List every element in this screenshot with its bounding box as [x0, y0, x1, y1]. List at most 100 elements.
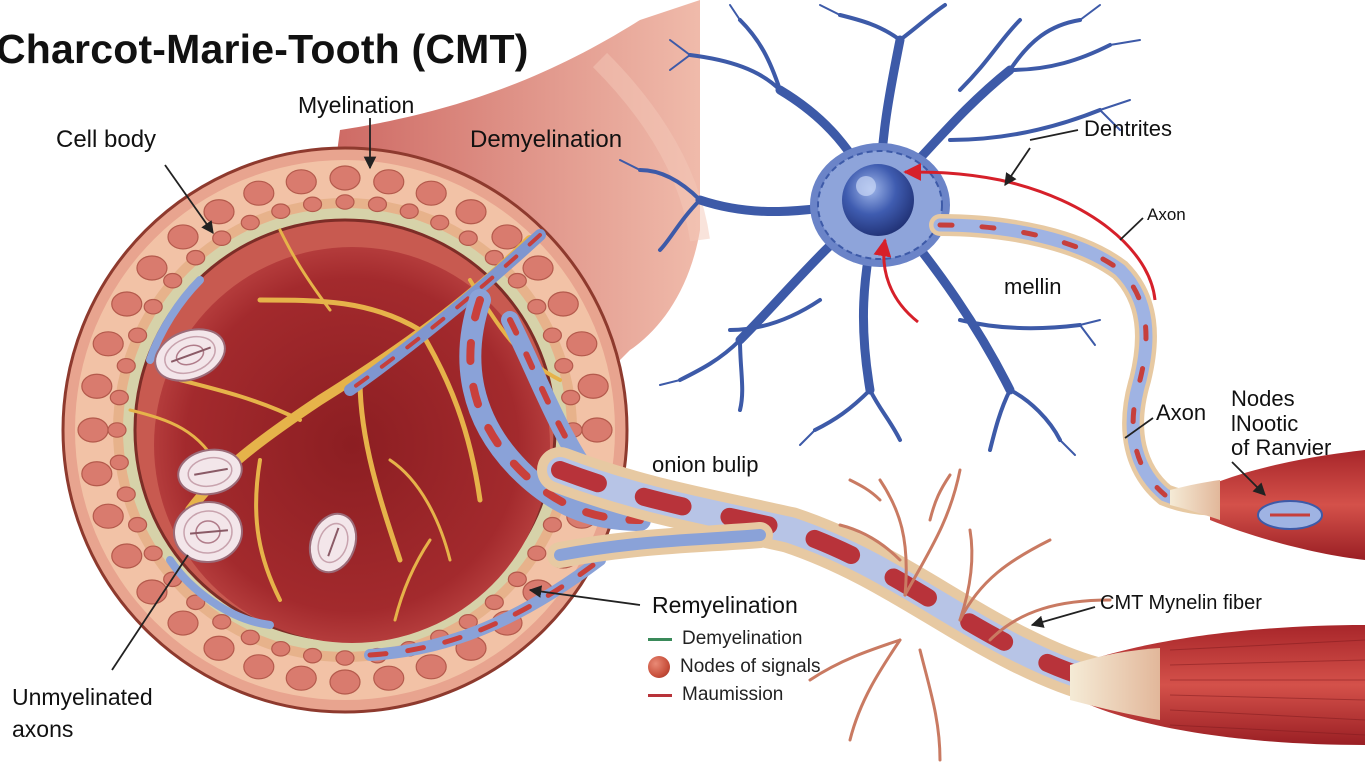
- legend-label: Maumission: [682, 684, 784, 705]
- myelin-cell: [212, 230, 232, 246]
- muscle-bottom: [1070, 625, 1365, 745]
- label-nodes-line3: of Ranvier: [1231, 435, 1332, 460]
- myelin-cell: [203, 199, 235, 225]
- myelin-cell: [415, 180, 447, 206]
- myelin-cell: [167, 610, 199, 636]
- onion-bulbs: [154, 328, 358, 574]
- myelin-cell: [109, 389, 129, 406]
- myelin-cell: [542, 516, 562, 533]
- legend-label: Nodes of signals: [680, 656, 821, 677]
- myelin-cell: [542, 327, 562, 344]
- label-axon: Axon: [1156, 400, 1207, 425]
- myelin-cell: [81, 461, 113, 487]
- label-demyelination: Demyelination: [470, 126, 623, 153]
- diagram-title: Charcot-Marie-Tooth (CMT): [0, 26, 529, 72]
- myelin-cell: [116, 486, 136, 503]
- myelin-cell: [399, 203, 419, 220]
- legend-item-nodes-of-signals: Nodes of signals: [648, 656, 820, 678]
- myelin-cell: [329, 165, 361, 191]
- myelin-cell: [243, 654, 275, 680]
- label-unmyelinated-line1: Unmyelinated: [12, 684, 153, 710]
- myelin-cell: [128, 516, 148, 533]
- signal-arrows: [873, 163, 1157, 324]
- myelin-cell: [329, 669, 361, 695]
- myelin-cell: [566, 331, 598, 357]
- myelin-cell: [81, 373, 113, 399]
- myelin-cell: [302, 196, 323, 213]
- myelin-cell: [163, 272, 183, 289]
- myelin-cell: [285, 665, 317, 691]
- inner-axons: [146, 229, 651, 661]
- label-mellin: mellin: [1004, 274, 1062, 299]
- myelin-cell: [186, 594, 206, 611]
- label-nodes-line1: Nodes: [1231, 386, 1295, 411]
- myelin-cell: [203, 635, 235, 661]
- myelin-cell: [367, 196, 388, 213]
- myelin-cell: [240, 629, 260, 646]
- pointer-lines: [111, 118, 1266, 671]
- myelin-cell: [455, 199, 487, 225]
- myelin-cell: [561, 389, 581, 406]
- myelin-cell: [107, 422, 127, 438]
- myelin-cell: [373, 665, 405, 691]
- label-dentrites: Dentrites: [1084, 116, 1173, 141]
- myelin-cell: [415, 654, 447, 680]
- myelin-cell: [186, 249, 206, 266]
- legend-label: Demyelination: [682, 628, 803, 649]
- myelin-cell: [77, 417, 109, 443]
- legend-item-demyelination: Demyelination: [648, 628, 802, 650]
- myelin-cell: [109, 454, 129, 471]
- myelin-cell: [484, 594, 504, 611]
- myelin-cell: [458, 230, 478, 246]
- myelin-cell: [522, 255, 554, 281]
- label-cmt-fiber: CMT Mynelin fiber: [1100, 592, 1262, 614]
- myelin-cell: [136, 255, 168, 281]
- label-myelination: Myelination: [298, 92, 415, 118]
- myelin-cell: [92, 503, 124, 529]
- myelin-cell: [430, 214, 450, 231]
- legend-swatch-line: [648, 637, 672, 641]
- myelin-cell: [143, 298, 163, 315]
- myelin-cell: [212, 614, 232, 630]
- legend-swatch-dot: [648, 656, 670, 678]
- myelin-cell: [527, 298, 547, 315]
- terminal-branches: [808, 468, 1112, 762]
- myelin-cell: [507, 571, 527, 588]
- myelin-cell: [167, 224, 199, 250]
- myelin-cell: [111, 291, 143, 317]
- label-remyelination: Remyelination: [652, 592, 798, 618]
- myelin-cell: [547, 291, 579, 317]
- label-nodes-line2: lNootic: [1231, 411, 1299, 436]
- label-axon-small: Axon: [1147, 205, 1186, 224]
- myelin-cell: [92, 331, 124, 357]
- myelin-cell: [335, 194, 355, 210]
- myelin-cell: [143, 545, 163, 562]
- myelin-cell: [136, 579, 168, 605]
- myelin-cell: [527, 545, 547, 562]
- muscle-right: [1170, 450, 1365, 560]
- myelin-cell: [271, 203, 291, 220]
- legend-swatch-line: [648, 693, 672, 697]
- neuron-axon: [929, 214, 1251, 516]
- myelin-cell: [285, 169, 317, 195]
- myelin-cell: [116, 357, 136, 374]
- label-cell-body: Cell body: [56, 126, 157, 153]
- myelin-cell: [581, 417, 613, 443]
- myelin-cell: [554, 357, 574, 374]
- myelin-cell: [484, 249, 504, 266]
- myelin-cell: [491, 224, 523, 250]
- neuron-soma: [810, 143, 950, 267]
- myelin-cell: [335, 650, 355, 666]
- myelin-cell: [373, 169, 405, 195]
- myelin-cell: [271, 640, 291, 657]
- myelin-cell: [240, 214, 260, 231]
- label-unmyelinated-line2: axons: [12, 716, 74, 742]
- myelin-cell: [243, 180, 275, 206]
- myelin-cell: [302, 647, 323, 664]
- myelin-cell: [128, 327, 148, 344]
- myelin-cell: [507, 272, 527, 289]
- legend-item-maumission: Maumission: [648, 684, 783, 706]
- label-onion-bulb: onion bulip: [652, 452, 759, 477]
- myelin-cell: [577, 373, 609, 399]
